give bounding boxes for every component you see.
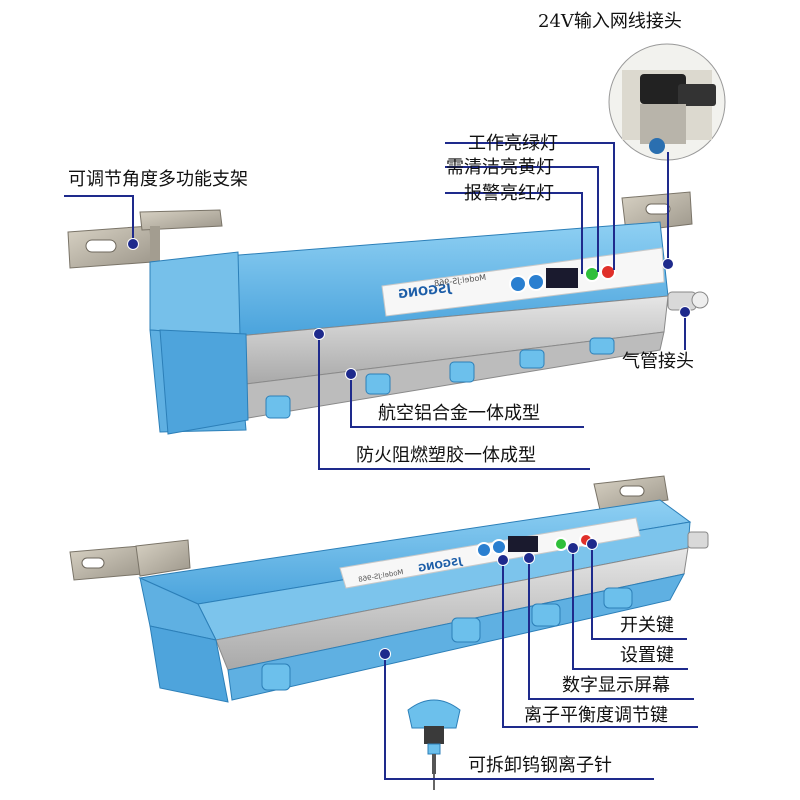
label-network-input: 24V输入网线接头 xyxy=(538,11,682,32)
leader-network xyxy=(667,152,669,264)
bottom-bar-device xyxy=(69,475,709,703)
leader-aluminum xyxy=(350,374,352,426)
top-bar-device xyxy=(67,191,709,435)
leader-clean-yellow xyxy=(445,166,599,168)
leader-balance xyxy=(502,560,504,728)
label-tungsten-needle: 可拆卸钨钢离子针 xyxy=(468,755,612,776)
label-digital-screen: 数字显示屏幕 xyxy=(562,675,670,696)
bottom-air-fitting xyxy=(687,531,709,549)
leader-work-green xyxy=(445,142,615,144)
dot-plastic xyxy=(313,328,325,340)
dot-balance xyxy=(497,554,509,566)
label-set-key: 设置键 xyxy=(620,645,674,666)
top-right-bracket xyxy=(621,191,693,233)
label-bracket: 可调节角度多功能支架 xyxy=(68,169,248,190)
dot-screen xyxy=(523,552,535,564)
dot-air xyxy=(679,306,691,318)
dot-power xyxy=(586,538,598,550)
dot-aluminum xyxy=(345,368,357,380)
top-air-fitting xyxy=(667,291,709,311)
leader-air xyxy=(684,314,686,350)
leader-plastic xyxy=(318,334,320,470)
dot-needle xyxy=(379,648,391,660)
connector-photo-inset xyxy=(608,43,726,161)
dot-bracket xyxy=(127,238,139,250)
top-ion-needles xyxy=(265,337,615,419)
leader-bracket xyxy=(64,195,134,197)
dot-network xyxy=(662,258,674,270)
label-power-key: 开关键 xyxy=(620,615,674,636)
dot-set xyxy=(567,542,579,554)
leader-set xyxy=(572,548,574,670)
label-alarm-red: 报警亮红灯 xyxy=(464,183,554,204)
label-air-connector: 气管接头 xyxy=(622,351,694,372)
bottom-left-bracket xyxy=(69,539,191,581)
label-work-green: 工作亮绿灯 xyxy=(468,133,558,154)
leader-screen xyxy=(528,558,530,700)
tungsten-needle-illustration xyxy=(407,699,461,790)
bottom-ion-needles xyxy=(261,587,633,691)
label-balance-key: 离子平衡度调节键 xyxy=(524,705,668,726)
leader-power xyxy=(591,544,593,640)
label-clean-yellow: 需清洁亮黄灯 xyxy=(446,157,554,178)
top-left-bracket xyxy=(67,209,223,269)
leader-needle xyxy=(384,660,386,780)
label-aluminum: 航空铝合金一体成型 xyxy=(378,403,540,424)
label-plastic: 防火阻燃塑胶一体成型 xyxy=(356,445,536,466)
leader-alarm-red xyxy=(445,192,583,194)
